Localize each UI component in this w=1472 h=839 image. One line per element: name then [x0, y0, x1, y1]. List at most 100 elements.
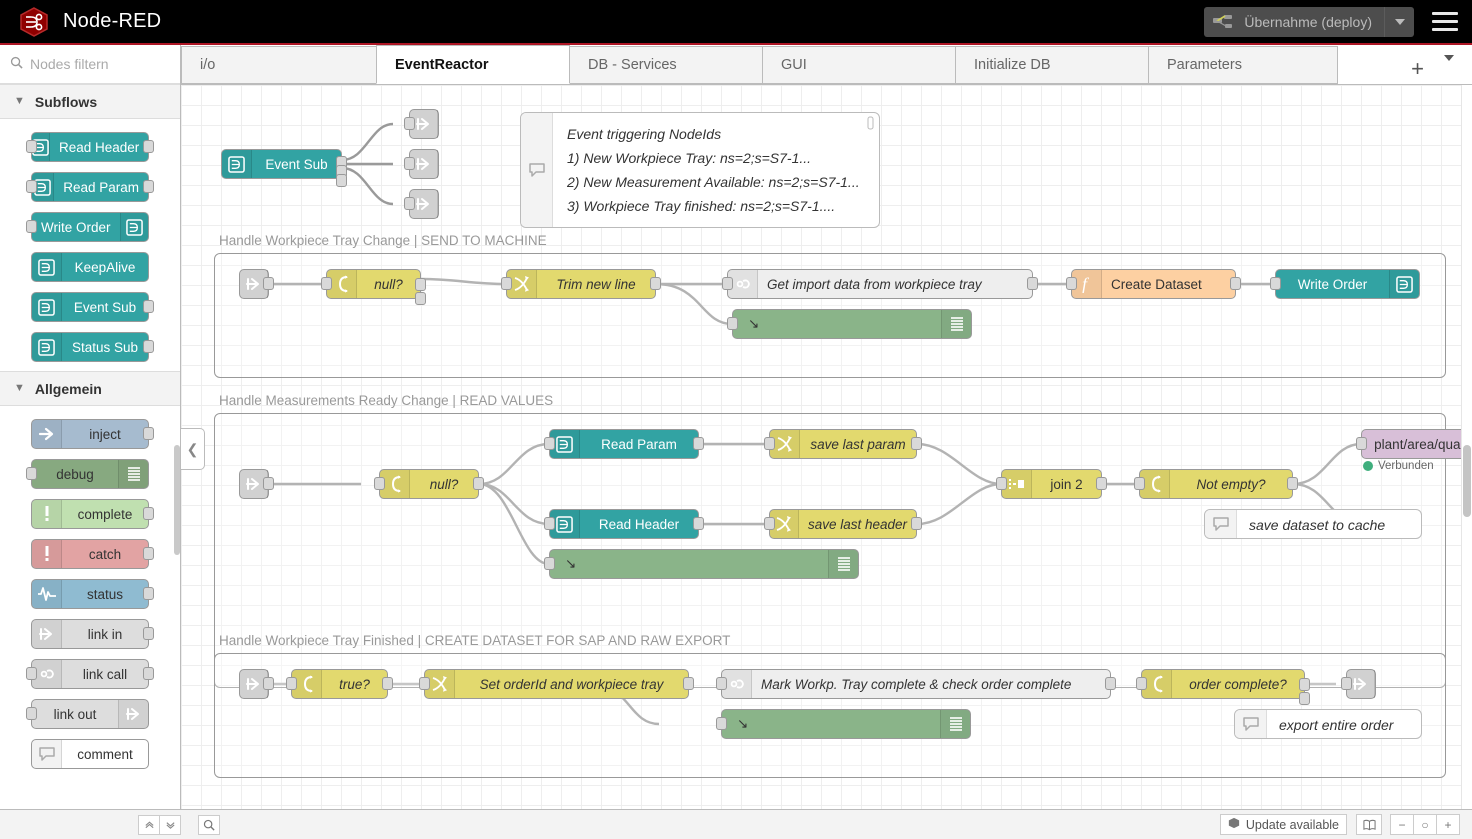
palette-node-read-param[interactable]: Read Param	[26, 172, 154, 202]
input-port[interactable]	[727, 317, 738, 330]
input-port[interactable]	[764, 517, 775, 530]
tab-gui[interactable]: GUI	[762, 46, 956, 84]
output-port[interactable]	[911, 437, 922, 450]
switch-null-1[interactable]: null?	[321, 269, 426, 305]
search-input[interactable]	[30, 56, 170, 72]
palette-node-status-sub[interactable]: Status Sub	[31, 332, 154, 362]
output-port[interactable]	[143, 180, 154, 193]
link-out-node-1[interactable]	[404, 109, 439, 139]
input-port[interactable]	[404, 157, 415, 170]
join-2-node[interactable]: join 2	[996, 469, 1107, 499]
tab-parameters[interactable]: Parameters	[1148, 46, 1338, 84]
input-port[interactable]	[26, 467, 37, 480]
output-port-2[interactable]	[1299, 678, 1310, 691]
input-port[interactable]	[1136, 677, 1147, 690]
input-port[interactable]	[996, 477, 1007, 490]
link-call-get-import-data[interactable]: Get import data from workpiece tray	[722, 269, 1038, 299]
output-port[interactable]	[143, 627, 154, 640]
change-trim-new-line[interactable]: Trim new line	[501, 269, 661, 299]
output-port[interactable]	[693, 437, 704, 450]
deploy-dropdown-caret[interactable]	[1384, 6, 1414, 37]
output-port[interactable]	[143, 547, 154, 560]
output-port[interactable]	[382, 677, 393, 690]
link-out-node-3[interactable]	[404, 189, 439, 219]
palette-node-read-header[interactable]: Read Header	[26, 132, 154, 162]
output-port[interactable]	[143, 507, 154, 520]
input-port[interactable]	[1341, 677, 1352, 690]
hamburger-menu-icon[interactable]	[1432, 12, 1458, 31]
input-port[interactable]	[26, 180, 37, 193]
input-port[interactable]	[1134, 477, 1145, 490]
footer-search-icon[interactable]	[198, 814, 220, 835]
output-port[interactable]	[143, 427, 154, 440]
update-available-button[interactable]: Update available	[1219, 814, 1347, 835]
palette-node-inject[interactable]: inject	[31, 419, 154, 449]
palette-node-complete[interactable]: complete	[31, 499, 154, 529]
palette-category-subflows[interactable]: ▼ Subflows	[0, 84, 180, 119]
palette-node-catch[interactable]: catch	[31, 539, 154, 569]
link-out-node-5[interactable]	[1341, 669, 1376, 699]
input-port[interactable]	[544, 517, 555, 530]
output-port-2[interactable]	[415, 278, 426, 291]
comment-node-export-entire-order[interactable]: export entire order	[1234, 709, 1422, 739]
plus-icon[interactable]: +	[1411, 56, 1424, 81]
output-port-3[interactable]	[336, 174, 347, 187]
output-port[interactable]	[911, 517, 922, 530]
output-port[interactable]	[1230, 277, 1241, 290]
input-port[interactable]	[26, 707, 37, 720]
tab-initialize-db[interactable]: Initialize DB	[955, 46, 1149, 84]
input-port[interactable]	[286, 677, 297, 690]
input-port[interactable]	[722, 277, 733, 290]
palette-node-link-out[interactable]: link out	[26, 699, 149, 729]
palette-node-write-order[interactable]: Write Order	[26, 212, 149, 242]
output-port[interactable]	[1287, 477, 1298, 490]
debug-output-ready-signal[interactable]: ↘	[544, 549, 859, 579]
input-port[interactable]	[26, 220, 37, 233]
resize-handle-icon[interactable]	[867, 116, 874, 133]
palette-node-keepalive[interactable]: KeepAlive	[31, 252, 149, 282]
output-port[interactable]	[143, 587, 154, 600]
output-port-1[interactable]	[1299, 692, 1310, 705]
change-save-last-header[interactable]: save last header	[764, 509, 922, 539]
switch-order-complete[interactable]: order complete?	[1136, 669, 1310, 705]
switch-not-empty[interactable]: Not empty?	[1134, 469, 1298, 499]
palette-search[interactable]	[0, 45, 180, 84]
output-port[interactable]	[263, 477, 274, 490]
book-icon[interactable]	[1356, 814, 1382, 835]
zoom-in-button[interactable]: +	[1436, 814, 1460, 835]
output-port[interactable]	[1105, 677, 1116, 690]
input-port[interactable]	[26, 140, 37, 153]
chevrons-down-icon[interactable]	[159, 814, 181, 835]
change-save-last-param[interactable]: save last param	[764, 429, 922, 459]
palette-node-link-call[interactable]: link call	[26, 659, 154, 689]
caret-down-icon[interactable]	[1444, 55, 1454, 77]
link-in-node-2[interactable]	[239, 469, 274, 499]
debug-change-of-workpiece-tray[interactable]: ↘	[727, 309, 972, 339]
link-out-node-2[interactable]	[404, 149, 439, 179]
palette-scrollbar-thumb[interactable]	[174, 445, 180, 555]
output-port[interactable]	[693, 517, 704, 530]
event-sub-node[interactable]: Event Sub	[221, 149, 347, 187]
input-port[interactable]	[716, 717, 727, 730]
input-port[interactable]	[501, 277, 512, 290]
input-port[interactable]	[404, 117, 415, 130]
palette-node-link-in[interactable]: link in	[31, 619, 154, 649]
zoom-reset-button[interactable]: ○	[1413, 814, 1437, 835]
palette-collapse-handle[interactable]: ❮	[181, 428, 205, 470]
input-port[interactable]	[321, 277, 332, 290]
input-port[interactable]	[716, 677, 727, 690]
output-port[interactable]	[263, 277, 274, 290]
link-call-mark-tray-complete[interactable]: Mark Workp. Tray complete & check order …	[716, 669, 1116, 699]
output-port[interactable]	[143, 300, 154, 313]
input-port[interactable]	[404, 197, 415, 210]
output-port[interactable]	[683, 677, 694, 690]
zoom-out-button[interactable]: −	[1390, 814, 1414, 835]
input-port[interactable]	[544, 557, 555, 570]
output-port[interactable]	[143, 667, 154, 680]
debug-received-tray-finished[interactable]: ↘	[716, 709, 971, 739]
palette-node-comment[interactable]: comment	[31, 739, 149, 769]
input-port[interactable]	[544, 437, 555, 450]
